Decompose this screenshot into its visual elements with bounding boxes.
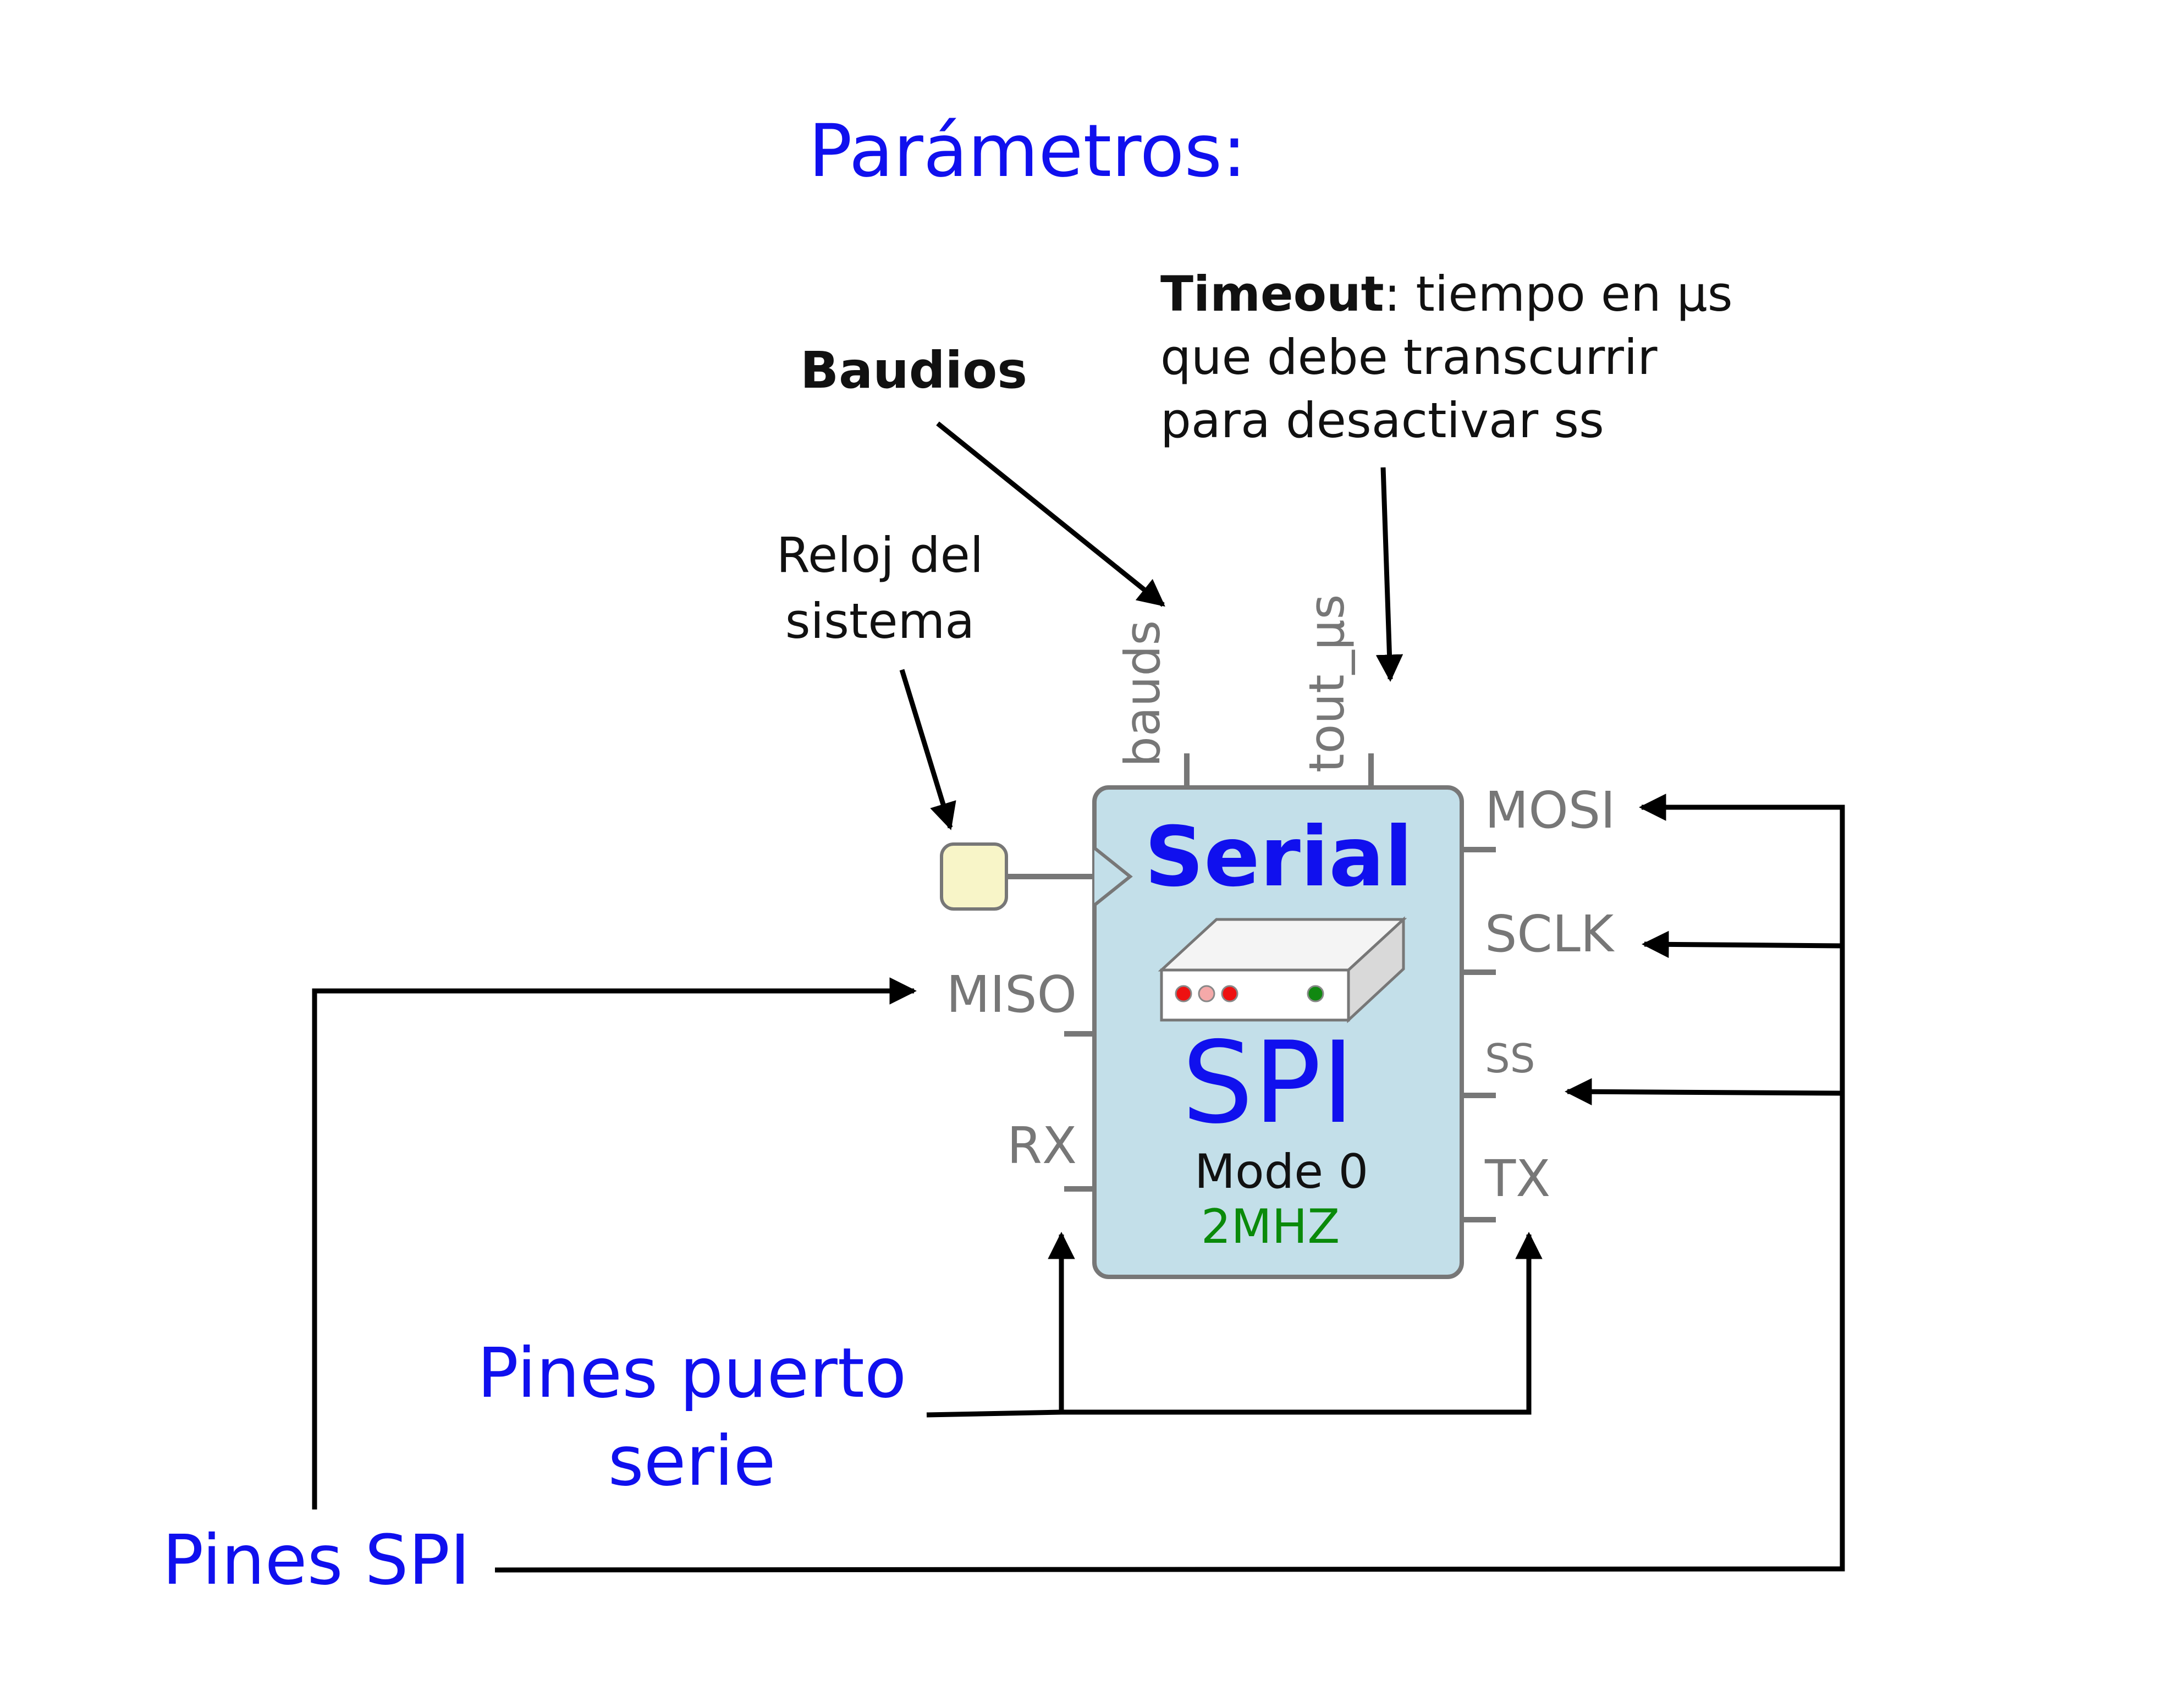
clock-input bbox=[940, 842, 1008, 911]
timeout-desc-1: : tiempo en µs bbox=[1384, 266, 1733, 322]
miso-wire bbox=[312, 977, 917, 1509]
sclk-arrow bbox=[1642, 930, 1843, 958]
timeout-arrow bbox=[1375, 467, 1403, 682]
reloj-arrow bbox=[899, 669, 956, 830]
sclk-label: SCLK bbox=[1485, 905, 1615, 963]
serial-device-icon bbox=[1158, 916, 1407, 1023]
timeout-line-2: que debe transcurrir bbox=[1160, 329, 1658, 385]
block-frequency: 2MHZ bbox=[1201, 1199, 1340, 1254]
timeout-line-1: Timeout: tiempo en µs bbox=[1160, 266, 1733, 322]
rx-label: RX bbox=[1007, 1116, 1077, 1175]
tout-param-label: tout_µs bbox=[1298, 594, 1355, 773]
ss-label: SS bbox=[1485, 1035, 1535, 1082]
ss-arrow bbox=[1565, 1078, 1843, 1106]
pines-spi-label: Pines SPI bbox=[162, 1520, 470, 1600]
baudios-label: Baudios bbox=[800, 341, 1027, 400]
miso-label: MISO bbox=[946, 965, 1077, 1024]
block-title: Serial bbox=[1144, 809, 1413, 905]
clock-triangle bbox=[1093, 846, 1133, 907]
timeout-bold: Timeout bbox=[1160, 266, 1384, 322]
block-name: SPI bbox=[1182, 1018, 1355, 1149]
pines-puerto-line-2: serie bbox=[608, 1422, 775, 1501]
reloj-line-2: sistema bbox=[785, 593, 975, 649]
mosi-label: MOSI bbox=[1485, 781, 1615, 840]
parameters-title: Parámetros: bbox=[808, 109, 1247, 194]
pines-puerto-line-1: Pines puerto bbox=[477, 1334, 907, 1413]
spi-bus-wire bbox=[494, 794, 1845, 1573]
bauds-param-label: bauds bbox=[1114, 620, 1171, 767]
serial-bus-wire bbox=[926, 1232, 1543, 1418]
tx-label: TX bbox=[1484, 1149, 1550, 1208]
timeout-line-3: para desactivar ss bbox=[1160, 392, 1604, 449]
baudios-arrow bbox=[936, 421, 1165, 607]
reloj-line-1: Reloj del bbox=[777, 527, 984, 583]
block-mode: Mode 0 bbox=[1194, 1144, 1368, 1199]
